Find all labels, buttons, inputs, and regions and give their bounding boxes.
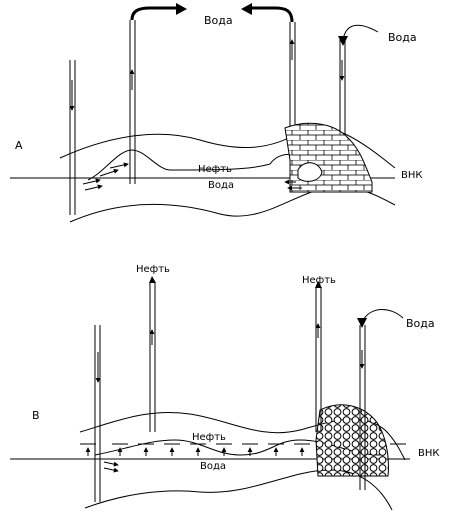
- panel-a-letter: А: [15, 139, 23, 152]
- water-inflow-arrow-a: [342, 24, 379, 41]
- panel-b: [10, 276, 410, 511]
- oil-zone-line-a: [87, 149, 311, 181]
- oil-output-label-2: Нефть: [302, 275, 336, 286]
- oil-label-b: Нефть: [192, 432, 226, 443]
- oil-arrowhead-2: [315, 281, 322, 288]
- oil-arrowhead-1: [149, 276, 156, 283]
- bead-zone-b: [315, 404, 389, 477]
- arrowhead-out-2: [241, 3, 252, 15]
- rising-oil-arrows: [85, 447, 305, 456]
- roof-line-b: [79, 411, 406, 461]
- water-output-label-a: Вода: [204, 14, 233, 27]
- arrowhead-out-1: [176, 3, 187, 15]
- contact-label-b: ВНК: [418, 448, 440, 459]
- water-outflow-arrow-2: [250, 6, 294, 23]
- water-inflow-arrow-b: [361, 309, 404, 323]
- water-zone-label-b: Вода: [200, 461, 227, 472]
- water-outflow-arrow-1: [130, 6, 178, 21]
- oil-output-label-1: Нефть: [136, 264, 170, 275]
- water-zone-label-a: Вода: [208, 180, 235, 191]
- water-inflow-label-b: Вода: [406, 317, 435, 330]
- panel-b-letter: В: [32, 409, 40, 422]
- panel-a: [10, 3, 396, 223]
- oil-label-a: Нефть: [198, 164, 232, 175]
- brick-zone-a: [284, 122, 373, 193]
- contact-label-a: ВНК: [401, 170, 423, 181]
- water-inflow-label-a: Вода: [388, 31, 417, 44]
